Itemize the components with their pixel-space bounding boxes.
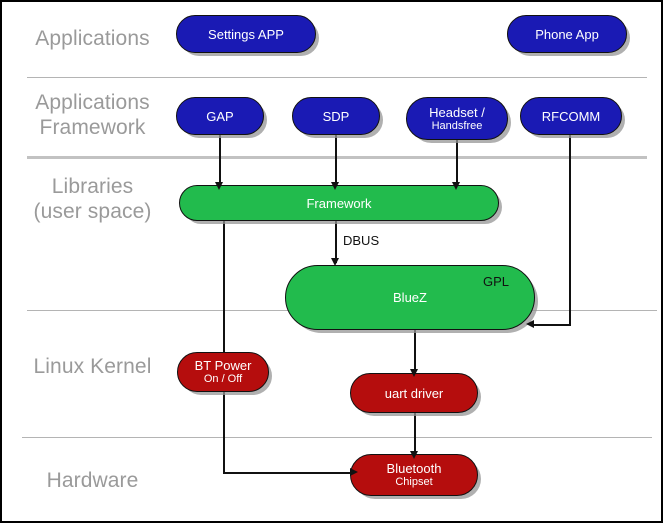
node-bt-power-label-2: On / Off xyxy=(203,373,243,385)
edge-sdp-to-framework xyxy=(335,134,337,184)
node-bt-power-label-1: BT Power xyxy=(194,358,252,373)
arrowhead-uart-to-chipset xyxy=(410,451,418,459)
edge-framework-to-chipset-vertical xyxy=(223,221,225,474)
edge-bluez-to-uart xyxy=(414,329,416,373)
edge-headset-to-framework xyxy=(456,140,458,184)
node-headset-handsfree[interactable]: Headset / Handsfree xyxy=(406,97,508,140)
arrowhead-rfcomm-to-bluez xyxy=(526,320,534,328)
node-framework[interactable]: Framework xyxy=(179,185,499,221)
node-headset-handsfree-label-1: Headset / xyxy=(429,104,485,120)
edge-label-dbus: DBUS xyxy=(341,233,382,248)
node-headset-handsfree-label-2: Handsfree xyxy=(431,119,483,132)
node-bluetooth-chipset-label-2: Chipset xyxy=(395,476,433,488)
node-rfcomm-label: RFCOMM xyxy=(541,108,601,124)
node-phone-app-label: Phone App xyxy=(535,26,599,42)
edge-rfcomm-down xyxy=(569,135,571,325)
node-sdp[interactable]: SDP xyxy=(292,97,380,135)
node-settings-app[interactable]: Settings APP xyxy=(176,15,316,53)
layer-label-linux-kernel: Linux Kernel xyxy=(33,355,152,378)
node-framework-label: Framework xyxy=(306,195,372,211)
arrowhead-bluez-to-uart xyxy=(410,369,418,377)
divider-linux-kernel xyxy=(22,437,652,438)
edge-framework-to-chipset-horizontal xyxy=(223,472,353,474)
edge-rfcomm-to-bluez xyxy=(532,324,571,326)
node-uart-driver[interactable]: uart driver xyxy=(350,373,478,413)
divider-applications xyxy=(27,77,647,78)
node-bluez-label: BlueZ xyxy=(393,290,427,305)
layer-label-applications: Applications xyxy=(35,27,150,50)
arrowhead-framework-to-chipset xyxy=(350,468,358,476)
node-phone-app[interactable]: Phone App xyxy=(507,15,627,53)
edge-uart-to-chipset xyxy=(414,412,416,456)
node-bluez[interactable]: BlueZ xyxy=(285,265,535,330)
node-bluetooth-chipset-label-1: Bluetooth xyxy=(386,461,442,476)
layer-label-libraries: Libraries (user space) xyxy=(33,175,152,223)
arrowhead-framework-to-bluez xyxy=(331,258,339,266)
node-settings-app-label: Settings APP xyxy=(208,26,284,42)
edge-framework-to-bluez xyxy=(335,221,337,263)
edge-gap-to-framework xyxy=(219,134,221,184)
node-bt-power[interactable]: BT Power On / Off xyxy=(177,352,269,392)
node-bluez-license-tag: GPL xyxy=(483,274,510,289)
node-rfcomm[interactable]: RFCOMM xyxy=(520,97,622,135)
node-gap[interactable]: GAP xyxy=(176,97,264,135)
arrowhead-sdp-to-framework xyxy=(331,182,339,190)
node-sdp-label: SDP xyxy=(322,108,350,124)
layer-label-hardware: Hardware xyxy=(46,469,139,492)
layer-label-applications-framework: Applications Framework xyxy=(35,91,150,139)
node-gap-label: GAP xyxy=(206,108,234,124)
divider-applications-framework xyxy=(27,156,647,159)
node-bluetooth-chipset[interactable]: Bluetooth Chipset xyxy=(350,454,478,496)
arrowhead-gap-to-framework xyxy=(215,182,223,190)
node-uart-driver-label: uart driver xyxy=(384,385,444,401)
arrowhead-headset-to-framework xyxy=(452,182,460,190)
